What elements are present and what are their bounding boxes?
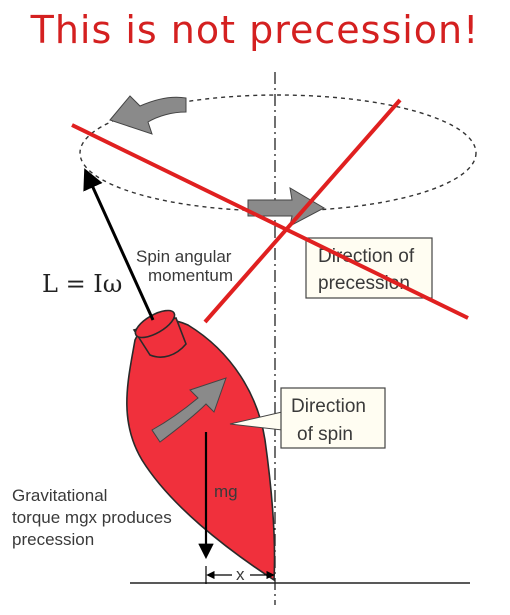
spin-label-line2: of spin [297,424,353,445]
precession-arrow-front-icon [247,187,326,227]
torque-label-line1: Gravitational [12,486,107,505]
torque-label-line3: precession [12,530,94,549]
torque-label-line2: torque mgx produces [12,508,172,527]
spin-label-line1: Direction [291,396,366,417]
strike-line-1 [71,123,469,320]
spinning-top-body [126,319,276,582]
x-label: x [236,565,245,584]
precession-arrow-back-icon [109,95,187,135]
page-title: This is not precession! [30,8,480,52]
spin-angular-label-line2: momentum [148,266,233,285]
spin-angular-label-line1: Spin angular [136,247,232,266]
spin-direction-arrow-icon [151,377,227,443]
angular-momentum-equation: L = Iω [42,270,122,298]
strike-line-2 [203,98,402,324]
precession-label-line1: Direction of [318,246,415,267]
angular-momentum-arrow [83,168,155,321]
mg-label: mg [214,482,238,501]
spin-label-box [280,387,386,449]
